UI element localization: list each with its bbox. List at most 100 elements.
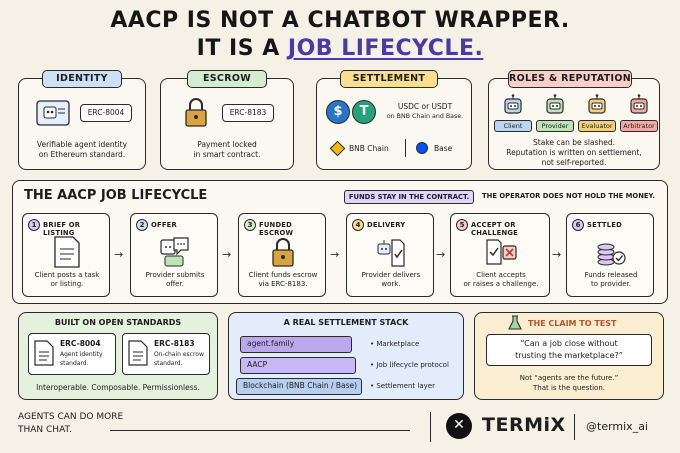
step-desc-1: Provider submits [145, 271, 205, 279]
claim-quote-box [486, 334, 652, 366]
base-icon [416, 142, 428, 154]
roles-desc-1: Stake can be slashed. [533, 138, 615, 147]
step-icon [485, 239, 517, 265]
step-desc-2: work. [381, 280, 401, 288]
step-number: 3 [244, 219, 256, 231]
claim-quote-1: “Can a job close without [520, 339, 618, 348]
arrow-right-icon: → [552, 248, 562, 261]
headline-line-2: IT IS A JOB LIFECYCLE. [0, 36, 680, 61]
stack-note-3: • Settlement layer [370, 382, 435, 390]
lifecycle-card [12, 180, 668, 304]
step-desc-2: offer. [166, 280, 184, 288]
arrow-right-icon: → [114, 248, 124, 261]
step-label: DELIVERY [367, 221, 406, 229]
step-desc-2: via ERC-8183. [258, 280, 308, 288]
funds-badge: FUNDS STAY IN THE CONTRACT. [344, 190, 474, 204]
step-number: 6 [572, 219, 584, 231]
identity-title: IDENTITY [42, 70, 122, 88]
step-number: 4 [352, 219, 364, 231]
headline-highlight: JOB LIFECYCLE. [287, 36, 484, 61]
step-desc-2: to provider. [590, 280, 631, 288]
role-tag-evaluator: Evaluator [578, 120, 616, 132]
standard-a-tag: ERC-8004 [60, 339, 101, 348]
step-label: ACCEPT OR CHALLENGE [471, 221, 518, 237]
robot-icon [546, 94, 564, 114]
step-desc-2: or listing. [50, 280, 84, 288]
step-label: SETTLED [587, 221, 622, 229]
step-icon [159, 237, 189, 267]
standards-title: BUILT ON OPEN STANDARDS [54, 318, 182, 327]
social-handle[interactable]: @termix_ai [586, 420, 648, 433]
escrow-desc-1: Payment locked [197, 140, 257, 149]
headline-prefix: IT IS A [196, 36, 288, 61]
stack-note-2-text: Job lifecycle protocol [376, 361, 449, 369]
role-tag-provider: Provider [536, 120, 574, 132]
headline-line-1: AACP IS NOT A CHATBOT WRAPPER. [110, 8, 570, 33]
step-desc-1: Funds released [584, 271, 638, 279]
roles-desc-3: not self-reported. [541, 158, 607, 167]
padlock-icon [185, 98, 207, 127]
stack-row-aacp: AACP [240, 357, 356, 374]
step-desc-1: Client posts a task [34, 271, 100, 279]
usdc-icon: $ [326, 100, 350, 124]
operator-note: THE OPERATOR DOES NOT HOLD THE MONEY. [482, 192, 655, 200]
brand-name: TERMiX [482, 414, 566, 436]
standards-footer: Interoperable. Composable. Permissionles… [36, 383, 200, 392]
stack-note-2: • Job lifecycle protocol [370, 361, 449, 369]
roles-title: ROLES & REPUTATION [508, 70, 632, 88]
identity-desc-1: Verifiable agent identity [36, 140, 128, 149]
step-label: BRIEF OR LISTING [43, 221, 81, 237]
robot-icon [630, 94, 648, 114]
stack-note-3-text: Settlement layer [376, 382, 435, 390]
settlement-line-2: on BNB Chain and Base. [386, 113, 464, 120]
flask-icon [508, 315, 522, 330]
footer-tagline-2: THAN CHAT. [18, 425, 72, 435]
step-desc-2: or raises a challenge. [463, 280, 539, 288]
base-label: Base [434, 144, 453, 153]
agent-id-icon [36, 100, 70, 126]
escrow-desc-2: in smart contract. [193, 150, 261, 159]
step-label: FUNDED ESCROW [259, 221, 294, 237]
footer-divider-2 [574, 414, 575, 440]
settlement-title: SETTLEMENT [340, 70, 438, 88]
role-tag-arbitrator: Arbitrator [620, 120, 658, 132]
claim-quote-2: trusting the marketplace?” [515, 351, 623, 360]
bnb-chain-label: BNB Chain [349, 144, 389, 153]
arrow-right-icon: → [330, 248, 340, 261]
step-number: 5 [456, 219, 468, 231]
settlement-line-1: USDC or USDT [397, 102, 453, 111]
escrow-erc-tag: ERC-8183 [222, 104, 274, 122]
standard-b-desc-2: standard. [154, 360, 183, 367]
claim-note-1: Not “agents are the future.” [519, 374, 619, 382]
x-logo-icon[interactable]: ✕ [446, 413, 472, 439]
step-number: 1 [28, 219, 40, 231]
arrow-right-icon: → [222, 248, 232, 261]
usdt-icon: T [352, 100, 376, 124]
standard-a-desc-2: standard. [60, 360, 89, 367]
claim-note-2: That is the question. [533, 384, 605, 392]
identity-desc-2: on Ethereum standard. [38, 150, 126, 159]
step-icon [271, 238, 294, 267]
footer-tagline-1: AGENTS CAN DO MORE [18, 412, 124, 422]
step-desc-1: Provider delivers [361, 271, 421, 279]
footer-divider [430, 412, 431, 442]
robot-icon [504, 94, 522, 114]
divider [405, 139, 407, 157]
step-number: 2 [136, 219, 148, 231]
step-icon [597, 243, 626, 266]
settlement-card [316, 78, 472, 170]
stack-note-1: • Marketplace [370, 340, 420, 348]
step-label: OFFER [151, 221, 177, 229]
roles-desc-2: Reputation is written on settlement, [506, 148, 642, 157]
step-icon [53, 236, 80, 268]
step-desc-1: Client accepts [476, 271, 526, 279]
escrow-title: ESCROW [187, 70, 267, 88]
role-tag-client: Client [494, 120, 532, 132]
robot-icon [588, 94, 606, 114]
footer-rule [110, 430, 410, 431]
